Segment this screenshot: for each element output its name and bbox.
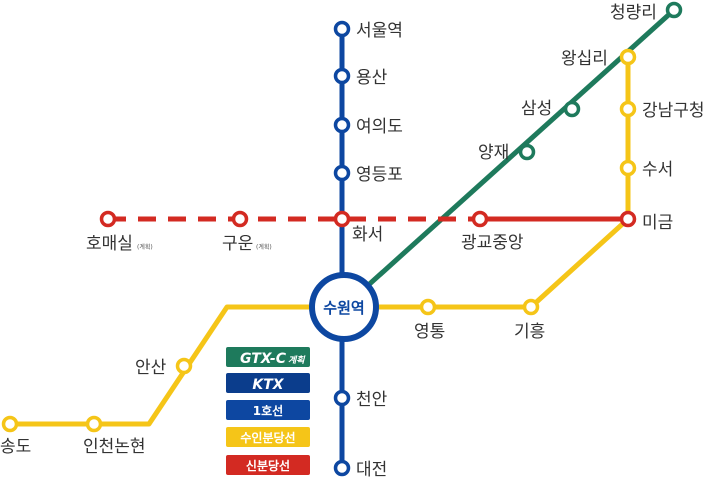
- legend-item-suin: 수인분당선: [226, 427, 310, 447]
- label-homaesil-note: (계획): [137, 243, 153, 251]
- label-songdo: 송도: [0, 437, 31, 457]
- station-homaesil[interactable]: [99, 210, 117, 228]
- legend: GTX-C 계획 KTX 1호선 수인분당선 신분당선: [226, 347, 310, 475]
- label-guun: 구운: [222, 234, 253, 254]
- station-yeongtong[interactable]: [419, 298, 437, 316]
- legend-item-sinbundang: 신분당선: [226, 455, 310, 475]
- label-cheonan: 천안: [356, 390, 388, 410]
- station-daejeon[interactable]: [333, 459, 351, 477]
- station-yeouido[interactable]: [333, 116, 351, 134]
- label-giheung: 기흥: [514, 322, 545, 342]
- label-ansan: 안산: [135, 358, 167, 378]
- station-labels: 서울역 용산 여의도 영등포 화서 천안 대전 청량리 왕십리 삼성 양재 강남…: [0, 3, 705, 478]
- legend-gtx-suffix: 계획: [288, 355, 306, 366]
- station-guun[interactable]: [231, 210, 249, 228]
- legend-suin-label: 수인분당선: [240, 430, 295, 445]
- label-samseong: 삼성: [521, 99, 552, 119]
- hub-outer-ring: [309, 272, 379, 342]
- station-hwaseo[interactable]: [333, 210, 351, 228]
- label-yeongdeungpo: 영등포: [356, 165, 403, 185]
- label-incheon-nonhyeon: 인천논현: [83, 437, 146, 457]
- station-suseo[interactable]: [619, 159, 637, 177]
- label-migeum: 미금: [642, 213, 673, 233]
- stations: [1, 1, 683, 477]
- gtx-line: [342, 8, 676, 309]
- label-hwaseo: 화서: [352, 225, 383, 245]
- label-suseo: 수서: [642, 160, 673, 180]
- label-yeongtong: 영통: [414, 322, 445, 342]
- label-gwanggyo: 광교중앙: [461, 233, 524, 253]
- station-yangjae[interactable]: [518, 143, 536, 161]
- station-yongsan[interactable]: [333, 67, 351, 85]
- legend-line1-label: 1호선: [253, 403, 283, 418]
- label-guun-note: (계획): [256, 243, 272, 251]
- hub-suwon[interactable]: 수원역: [309, 272, 379, 342]
- legend-sinbundang-label: 신분당선: [246, 458, 290, 473]
- legend-item-line1: 1호선: [226, 400, 310, 420]
- legend-item-gtx: GTX-C 계획: [226, 347, 310, 367]
- label-homaesil: 호매실: [86, 234, 133, 254]
- label-wangsimni: 왕십리: [561, 49, 608, 69]
- label-cheongnyangni: 청량리: [610, 3, 657, 23]
- station-cheonan[interactable]: [333, 389, 351, 407]
- label-gangnamgucheong: 강남구청: [642, 101, 705, 121]
- station-yeongdeungpo[interactable]: [333, 164, 351, 182]
- label-daejeon: 대전: [356, 460, 387, 478]
- label-yeouido: 여의도: [356, 117, 403, 137]
- station-giheung[interactable]: [522, 298, 540, 316]
- station-wangsimni[interactable]: [619, 48, 637, 66]
- station-gwanggyo[interactable]: [471, 210, 489, 228]
- station-incheon-nonhyeon[interactable]: [85, 415, 103, 433]
- station-ansan[interactable]: [175, 357, 193, 375]
- hub-label: 수원역: [323, 299, 364, 317]
- station-songdo[interactable]: [1, 415, 19, 433]
- legend-gtx-label: GTX-C: [240, 351, 287, 367]
- station-cheongnyangni[interactable]: [665, 1, 683, 19]
- station-seoul[interactable]: [333, 20, 351, 38]
- station-migeum[interactable]: [619, 210, 637, 228]
- label-yongsan: 용산: [356, 68, 388, 88]
- station-gangnamgucheong[interactable]: [619, 100, 637, 118]
- station-samseong[interactable]: [563, 100, 581, 118]
- label-yangjae: 양재: [478, 143, 509, 163]
- legend-ktx-label: KTX: [252, 377, 284, 393]
- label-seoul: 서울역: [356, 21, 403, 41]
- legend-item-ktx: KTX: [226, 373, 310, 393]
